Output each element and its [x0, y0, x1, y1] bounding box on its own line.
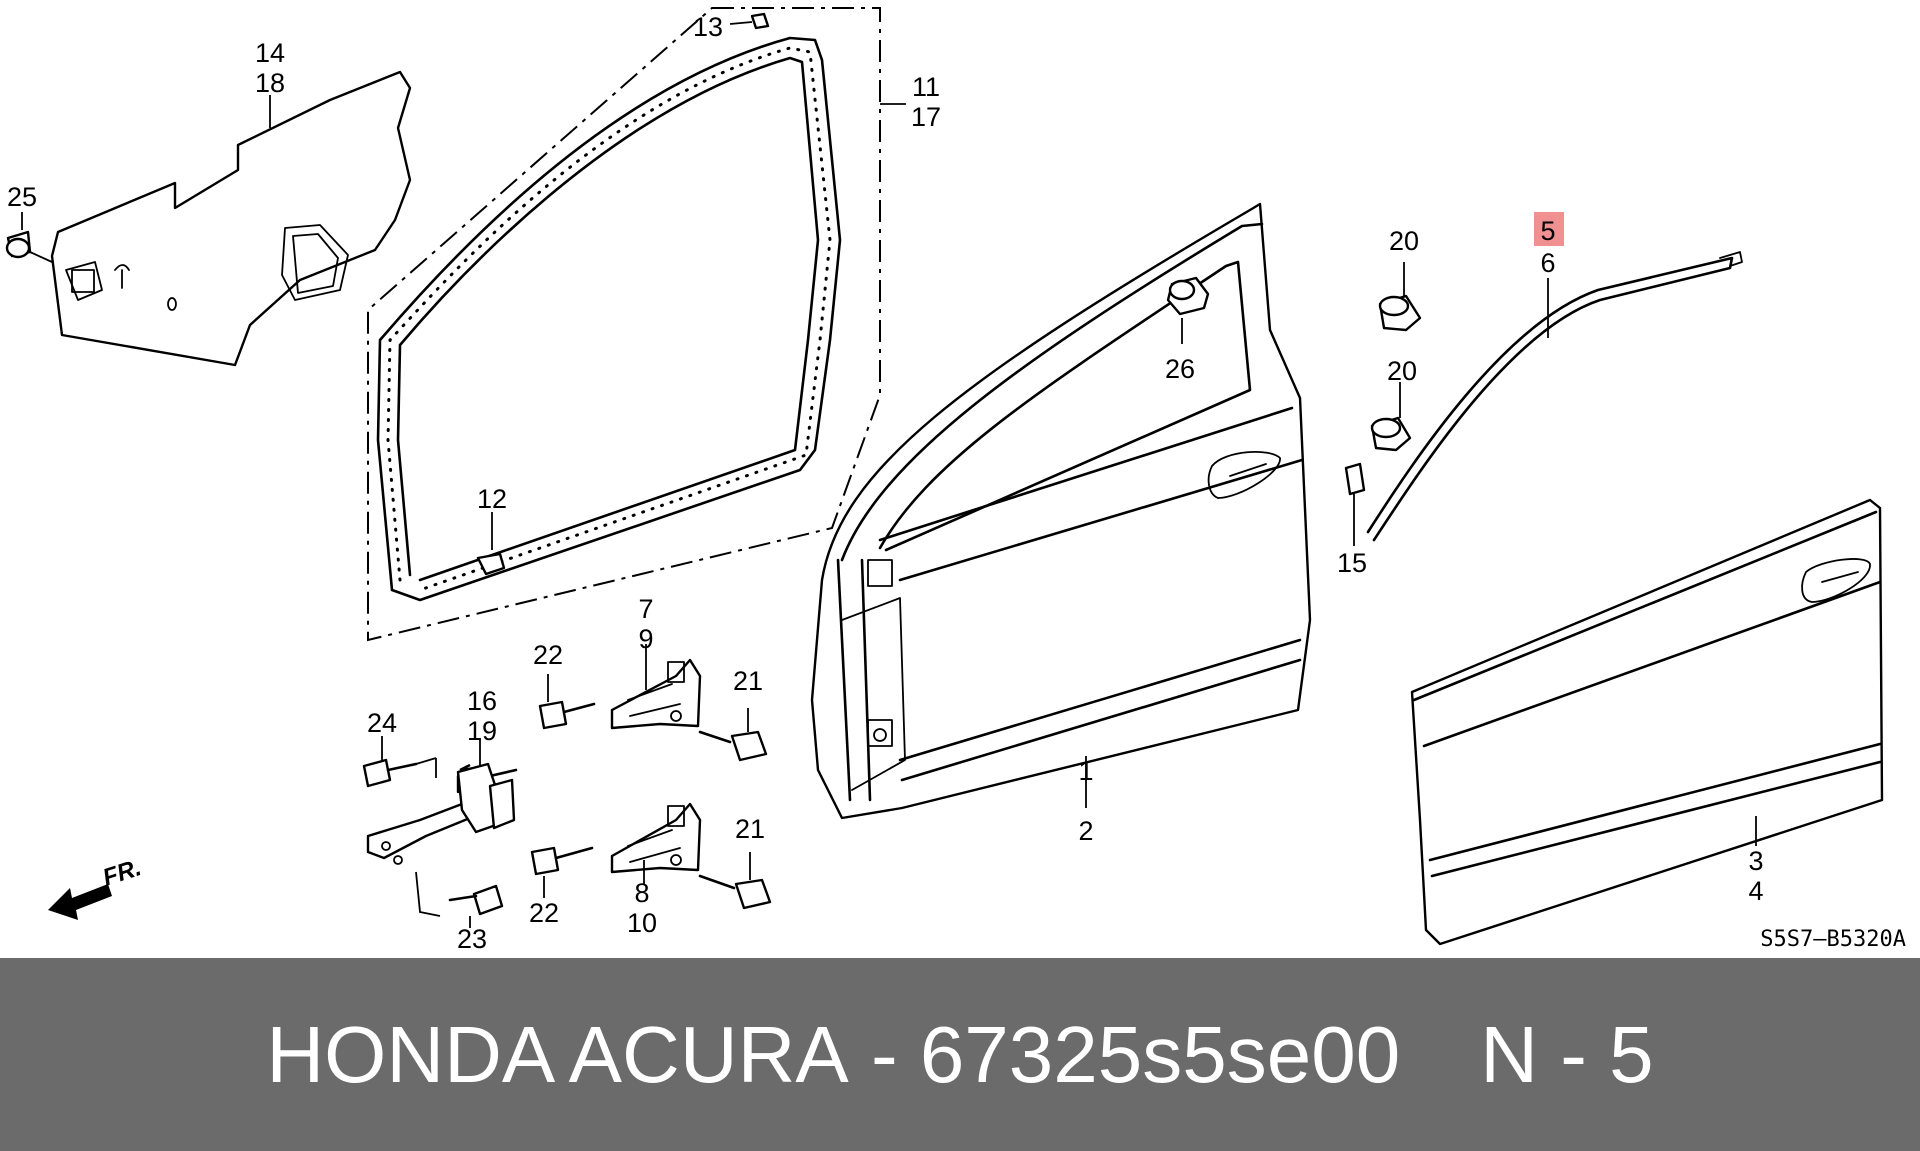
callout-21-lower: 21 — [735, 814, 765, 844]
weatherstrip-part — [367, 7, 906, 642]
callout-22-lower: 22 — [529, 898, 559, 928]
callout-14: 14 — [255, 38, 285, 68]
callout-9: 9 — [638, 624, 653, 654]
callout-12: 12 — [477, 484, 507, 514]
part-number: 67325s5se00 — [919, 1009, 1401, 1099]
callout-16: 16 — [467, 686, 497, 716]
clip-part — [5, 212, 53, 263]
callout-25: 25 — [7, 182, 37, 212]
door-skin-part — [1410, 498, 1884, 946]
molding-strip-part — [1366, 251, 1743, 542]
callout-5-highlight — [1534, 212, 1564, 246]
callout-17: 17 — [911, 102, 941, 132]
callout-19: 19 — [467, 716, 497, 746]
callout-24: 24 — [367, 708, 397, 738]
upper-hinge-part — [538, 644, 768, 762]
callout-1: 1 — [1078, 756, 1093, 786]
callout-7: 7 — [638, 594, 653, 624]
callout-18: 18 — [255, 68, 285, 98]
diagram-reference-code: S5S7—B5320A — [1760, 927, 1906, 952]
tape-15-part — [1344, 462, 1366, 546]
callout-10: 10 — [627, 908, 657, 938]
callout-15: 15 — [1337, 548, 1367, 578]
callout-20-upper: 20 — [1389, 226, 1419, 256]
part-info-footer: HONDA ACURA - 67325s5se00 N - 5 — [0, 958, 1920, 1151]
bumper-20-lower-part — [1370, 382, 1412, 452]
callout-23: 23 — [457, 924, 487, 954]
callout-26: 26 — [1165, 354, 1195, 384]
brand-separator: - — [848, 1009, 920, 1099]
callout-8: 8 — [634, 878, 649, 908]
callout-20-lower: 20 — [1387, 356, 1417, 386]
clip-13 — [729, 12, 770, 30]
callout-22-upper: 22 — [533, 640, 563, 670]
callout-11: 11 — [912, 72, 940, 102]
diagram-position-label: N - 5 — [1480, 1009, 1654, 1099]
callout-3: 3 — [1748, 846, 1763, 876]
callout-2: 2 — [1078, 816, 1093, 846]
lower-hinge-part — [530, 802, 772, 910]
callout-13: 13 — [693, 12, 723, 42]
door-panel-part — [50, 70, 412, 367]
door-checker-part — [362, 736, 518, 928]
grommet-26-part — [1166, 276, 1210, 344]
door-frame-part — [810, 202, 1312, 820]
callout-21-upper: 21 — [733, 666, 763, 696]
part-info-text: HONDA ACURA - 67325s5se00 N - 5 — [0, 958, 1920, 1151]
brand-name: HONDA ACURA — [266, 1009, 849, 1099]
front-direction-arrow: FR. — [48, 854, 145, 920]
callout-5: 5 — [1540, 216, 1555, 246]
callout-6: 6 — [1540, 248, 1555, 278]
parts-diagram: 14 18 25 13 11 17 12 — [5, 7, 1906, 954]
callout-4: 4 — [1748, 876, 1763, 906]
front-direction-label: FR. — [100, 854, 145, 892]
parts-diagram-drawing: 14 18 25 13 11 17 12 — [5, 7, 1906, 954]
bumper-20-upper-part — [1378, 262, 1422, 332]
clip-12 — [476, 512, 506, 576]
